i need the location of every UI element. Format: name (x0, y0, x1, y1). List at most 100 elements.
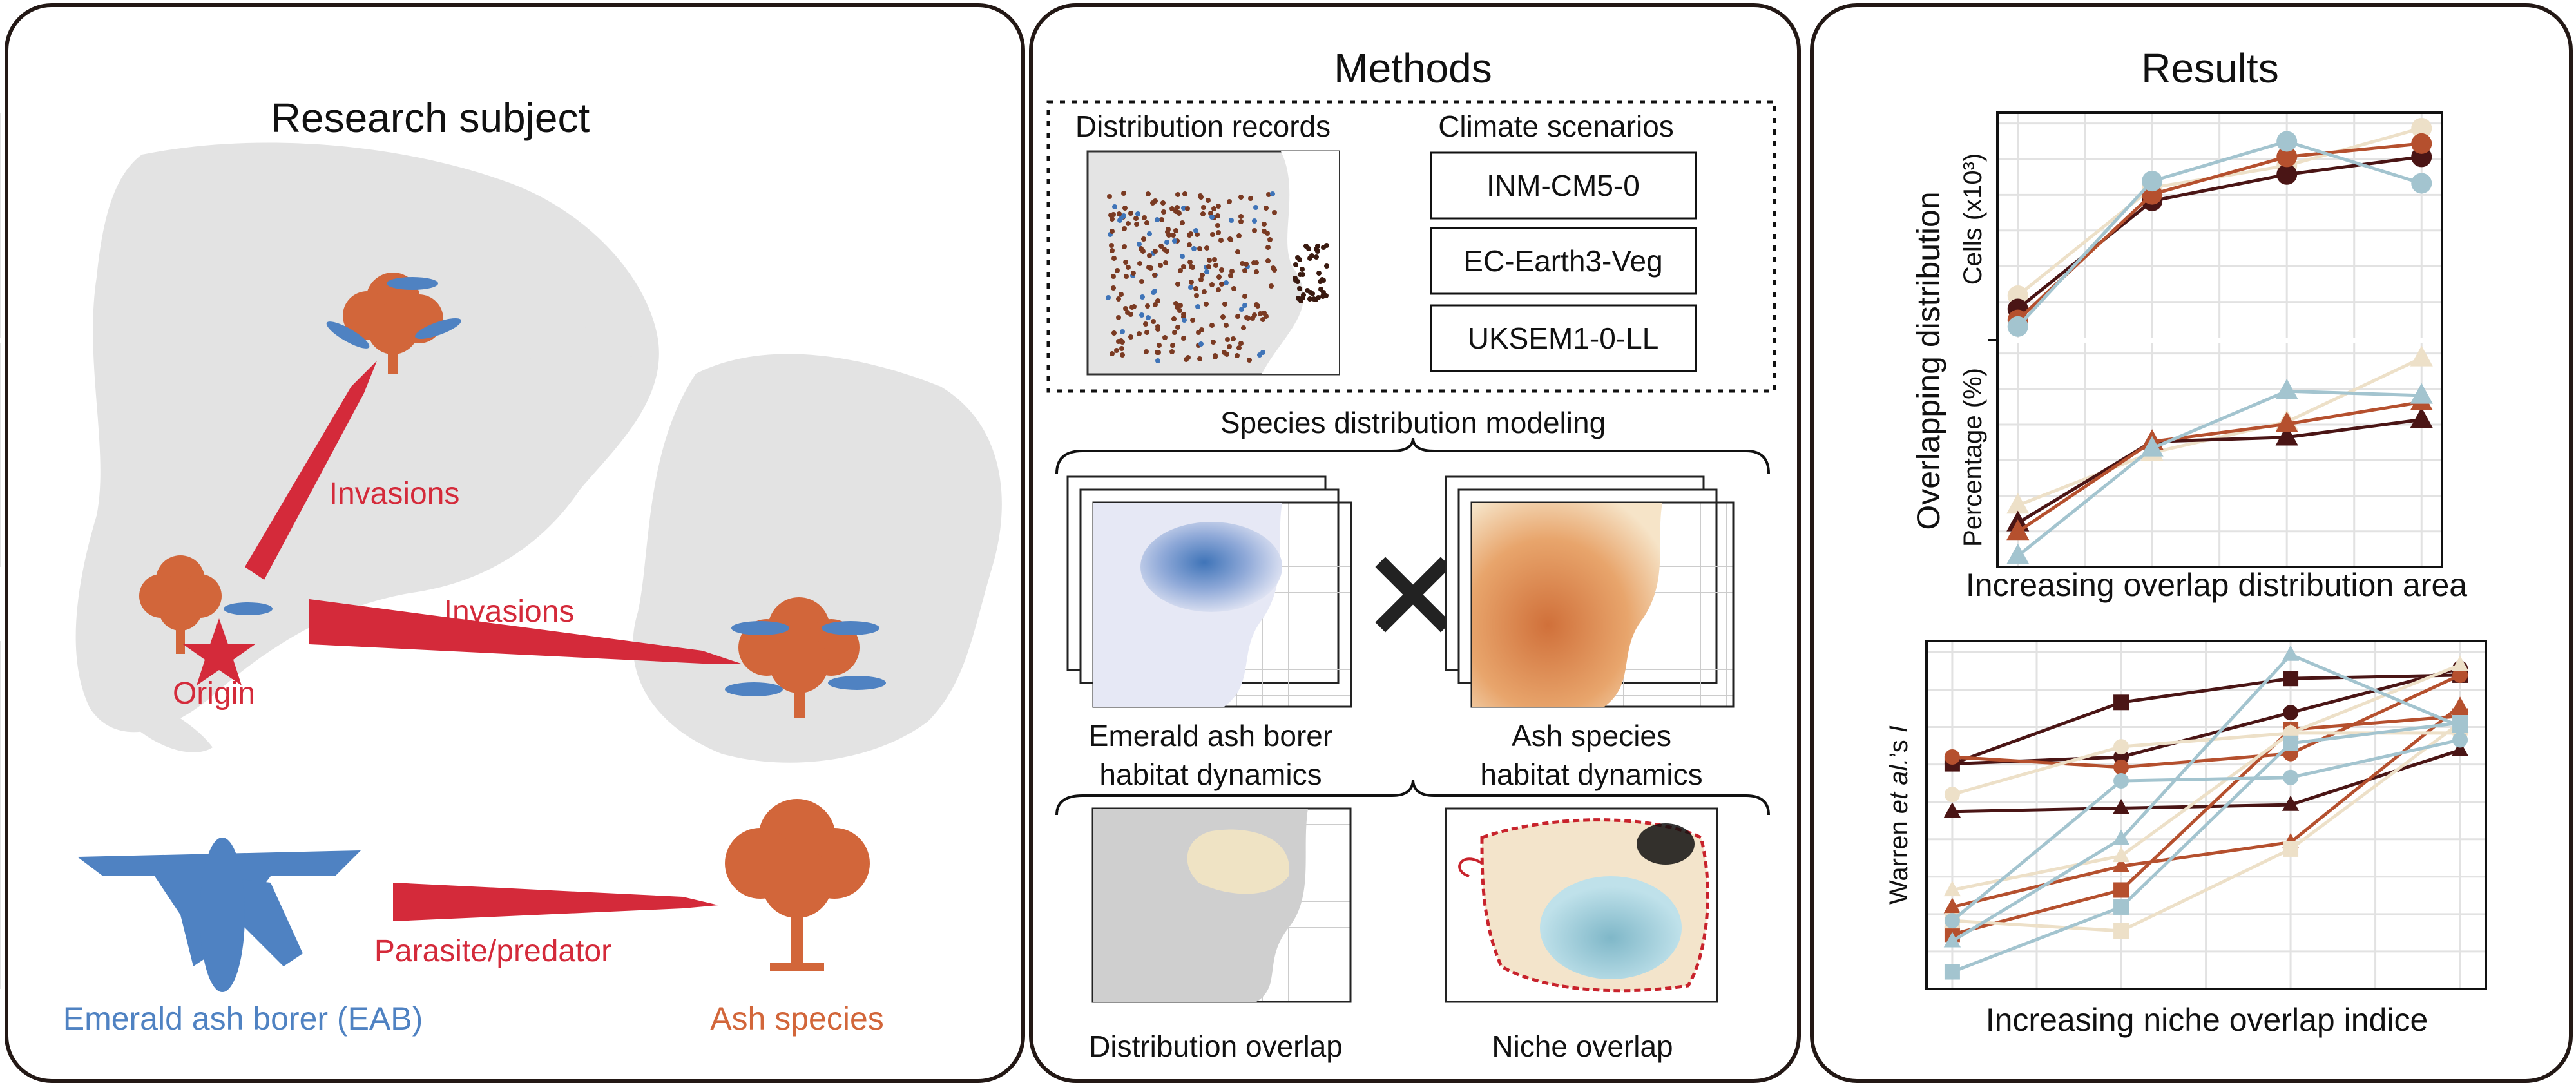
record-dot (1110, 351, 1115, 356)
record-dot (1272, 267, 1277, 273)
ash-habitat-label: Ash species (1512, 719, 1671, 752)
record-dot (1252, 218, 1257, 224)
record-dot (1209, 215, 1215, 220)
data-point (2007, 316, 2028, 337)
series-line (1952, 673, 2461, 765)
ash-habitat-maps (1445, 475, 1735, 708)
record-dot (1142, 215, 1147, 220)
ash-tree-icon (139, 555, 273, 654)
record-dot (1236, 233, 1242, 238)
series-line (1951, 653, 2461, 943)
series-line (2016, 142, 2422, 321)
record-dot (1241, 325, 1246, 330)
invasions-label: Invasions (444, 595, 575, 629)
record-dot (1220, 314, 1226, 320)
data-point (2113, 923, 2129, 939)
record-dot (1153, 249, 1158, 254)
record-dot (1125, 310, 1130, 315)
record-dot (1195, 304, 1200, 309)
record-dot (1204, 245, 1209, 251)
data-point (2451, 696, 2469, 713)
record-dot (1310, 291, 1315, 296)
record-dot (1216, 204, 1221, 209)
record-dot (1245, 316, 1251, 321)
record-dot (1262, 222, 1267, 227)
data-point (2452, 667, 2468, 683)
record-dot (1307, 256, 1312, 261)
data-point (1944, 749, 1960, 765)
y-axis-title: Overlapping distribution (1910, 191, 1946, 530)
record-dot (1222, 350, 1227, 355)
record-dot (1172, 330, 1177, 335)
record-dot (1216, 230, 1221, 235)
record-dot (1175, 282, 1180, 287)
record-dot (1300, 267, 1305, 272)
data-point (2283, 735, 2299, 751)
record-dot (1189, 280, 1194, 285)
data-point (2451, 741, 2469, 757)
record-dot (1115, 268, 1120, 273)
record-dot (1172, 238, 1177, 244)
ash-species-label: Ash species (710, 1001, 884, 1037)
record-dot (1111, 256, 1117, 261)
multiply-cross-icon (1375, 557, 1451, 633)
record-dot (1139, 279, 1144, 284)
record-dot (1123, 260, 1128, 265)
record-dot (1178, 303, 1183, 308)
svg-text:UKSEM1-0-LL: UKSEM1-0-LL (1468, 321, 1659, 355)
svg-text:INM-CM5-0: INM-CM5-0 (1486, 169, 1640, 202)
ash-tree-icon (725, 597, 886, 718)
record-dot (1144, 220, 1149, 225)
data-point (2410, 407, 2433, 428)
record-dot (1155, 350, 1160, 355)
record-dot (1155, 217, 1160, 222)
series-line (1952, 721, 2461, 973)
record-dot (1128, 211, 1133, 216)
record-dot (1135, 211, 1140, 216)
data-point (2113, 759, 2129, 775)
record-dot (1140, 294, 1145, 300)
record-dot (1198, 277, 1204, 282)
record-dot (1121, 191, 1126, 196)
record-dot (1194, 293, 1199, 298)
record-dot (1324, 263, 1329, 269)
record-dot (1198, 193, 1203, 198)
x-axis-title: Increasing overlap distribution area (1966, 567, 2467, 603)
record-dot (1314, 254, 1319, 260)
record-dot (1122, 244, 1127, 249)
series-line (2017, 389, 2422, 557)
scenario-box: UKSEM1-0-LL (1430, 304, 1697, 372)
record-dot (1297, 286, 1302, 291)
series-line (1952, 663, 2461, 892)
record-dot (1112, 204, 1117, 209)
record-dot (1300, 295, 1305, 300)
record-dot (1272, 210, 1277, 215)
record-dot (1318, 279, 1323, 284)
record-dot (1210, 232, 1215, 237)
record-dot (1187, 260, 1193, 265)
record-dot (1176, 210, 1181, 215)
plot-border (1925, 640, 2487, 990)
record-dot (1134, 222, 1139, 227)
inputs-box (1046, 100, 1776, 393)
relation-label: Parasite/predator (374, 934, 611, 968)
ash-habitat-label: habitat dynamics (1480, 758, 1702, 791)
record-dot (1193, 286, 1198, 291)
record-dot (1264, 314, 1269, 319)
record-dot (1175, 192, 1180, 197)
record-dot (1146, 315, 1151, 320)
data-point (2276, 164, 2298, 185)
record-dot (1318, 287, 1323, 292)
series-line (1952, 714, 2461, 936)
data-point (2113, 773, 2129, 789)
record-dot (1144, 349, 1149, 354)
data-point (1943, 897, 1961, 914)
record-dot (1180, 254, 1185, 259)
data-point (2410, 345, 2433, 367)
record-dot (1155, 358, 1160, 363)
record-dot (1269, 283, 1274, 289)
niche-overlap-plot (1445, 807, 1718, 1003)
record-dot (1199, 327, 1204, 332)
record-dot (1227, 199, 1232, 204)
y-axis-title: Warren et al.’s I (1885, 725, 1913, 905)
